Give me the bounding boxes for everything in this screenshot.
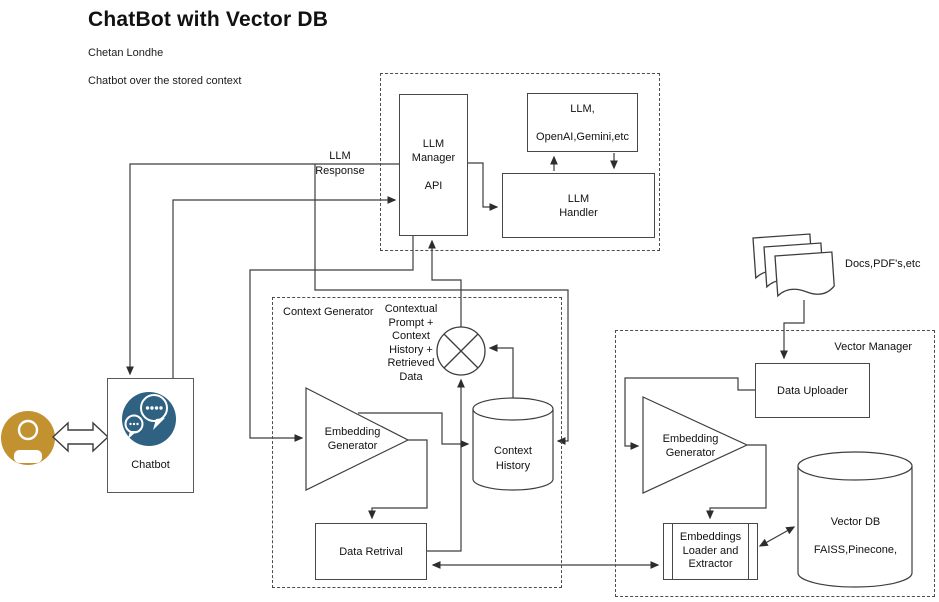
vector-manager-group: Vector Manager [615,330,935,597]
chat-bubble-small-tail [128,431,137,439]
subprocess-line [748,524,749,579]
llm-providers-node: LLM, OpenAI,Gemini,etc [527,93,638,152]
wire-manager-to-handler [467,162,499,211]
vector-embedding-generator-label: Embedding Generator [662,433,719,459]
contextual-prompt-label: Contextual Prompt + Context History + Re… [384,303,438,383]
wire-embedding-to-loader [706,444,767,520]
wire-docs-to-uploader [780,300,805,360]
chat-bubbles-icon [122,392,176,446]
wire-manager-to-embedding-generator [249,236,414,442]
vector-embedding-generator-triangle [642,396,749,494]
wire-embedding-to-retrival [368,439,428,520]
data-uploader-node: Data Uploader [755,363,870,418]
data-retrival-node: Data Retrival [315,523,427,580]
page-subtitle: Chatbot over the stored context [88,75,242,87]
author-name: Chetan Londhe [88,47,164,59]
wire-retrival-to-combiner [427,378,465,552]
context-generator-group: Context Generator [272,297,562,588]
avatar-head [17,419,39,441]
chat-bubble-large [140,394,168,422]
wire-uploader-to-embedding [624,377,755,450]
llm-handler-node: LLM Handler [502,173,655,238]
context-embedding-generator-triangle [305,387,410,491]
context-embedding-generator-label: Embedding Generator [324,426,381,452]
wire-chatbot-to-llm-manager [172,196,397,378]
llm-api-group [380,73,660,251]
chat-bubble-large-dots [145,406,163,410]
chat-bubble-small-dots [129,422,139,426]
llm-manager-node: LLM Manager API [399,94,468,236]
chatbot-node: Chatbot [107,378,194,493]
wire-combiner-to-manager [428,239,462,327]
wire-loader-vectordb-bidirectional [758,526,796,547]
subprocess-line [672,524,673,579]
vector-db-label: Vector DB FAISS,Pinecone, [813,516,898,556]
stacked-documents-icon [752,233,835,298]
embeddings-loader-label: Embeddings Loader and Extractor [679,531,742,571]
context-history-label: Context History [494,445,532,472]
wire-embedding-to-history [358,412,470,448]
chatbot-label: Chatbot [131,459,170,471]
context-generator-group-label: Context Generator [283,306,374,318]
page-title: ChatBot with Vector DB [88,8,329,31]
vector-manager-group-label: Vector Manager [834,341,912,353]
wire-llm-response-to-chatbot [126,163,399,376]
docs-label: Docs,PDF's,etc [845,258,921,270]
wire-response-to-context-history [314,164,569,445]
vector-db-cylinder [797,451,913,588]
user-avatar-icon [1,411,55,465]
wires [126,153,805,569]
avatar-body [14,450,42,463]
embeddings-loader-node: Embeddings Loader and Extractor [663,523,758,580]
wire-history-to-combiner [488,344,514,398]
chat-bubble-large-tail [153,418,165,430]
llm-response-label: LLM Response [315,150,365,177]
user-chatbot-double-arrow [51,421,110,453]
document-page [774,251,835,298]
